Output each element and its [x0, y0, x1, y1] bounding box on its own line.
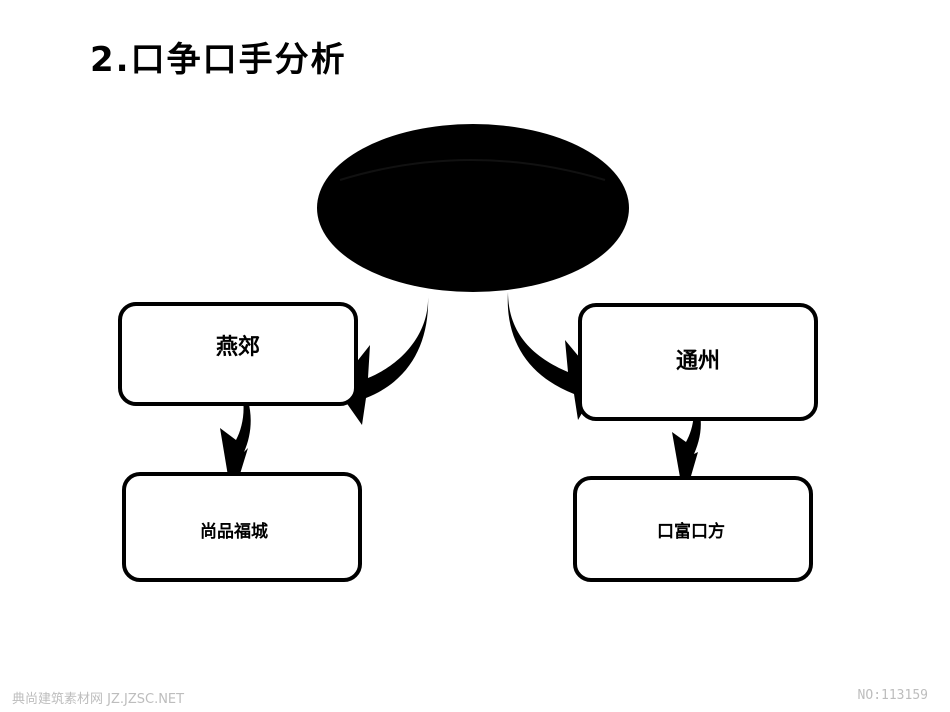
node-right-bottom-label: 口富口方	[657, 521, 725, 542]
arrow-to-right-bottom	[672, 384, 701, 500]
arrow-to-tongzhou	[507, 292, 600, 420]
arrow-to-shangpin	[220, 376, 251, 500]
center-ellipse	[317, 124, 629, 292]
node-right-bottom: 口富口方	[573, 476, 813, 582]
node-tongzhou-label: 通州	[675, 349, 720, 374]
node-shangpin-fucheng-label: 尚品福城	[200, 521, 268, 542]
watermark-right: NO:113159	[857, 688, 928, 703]
node-shangpin-fucheng: 尚品福城	[122, 472, 362, 582]
ellipse-seam	[339, 159, 606, 181]
node-yanjiao: 燕郊	[118, 302, 358, 406]
page-title: 2.口争口手分析	[90, 40, 347, 80]
arrow-to-yanjiao	[336, 294, 429, 425]
node-tongzhou: 通州	[578, 303, 818, 421]
node-yanjiao-label: 燕郊	[215, 335, 260, 360]
watermark-left: 典尚建筑素材网 JZ.JZSC.NET	[12, 692, 185, 707]
